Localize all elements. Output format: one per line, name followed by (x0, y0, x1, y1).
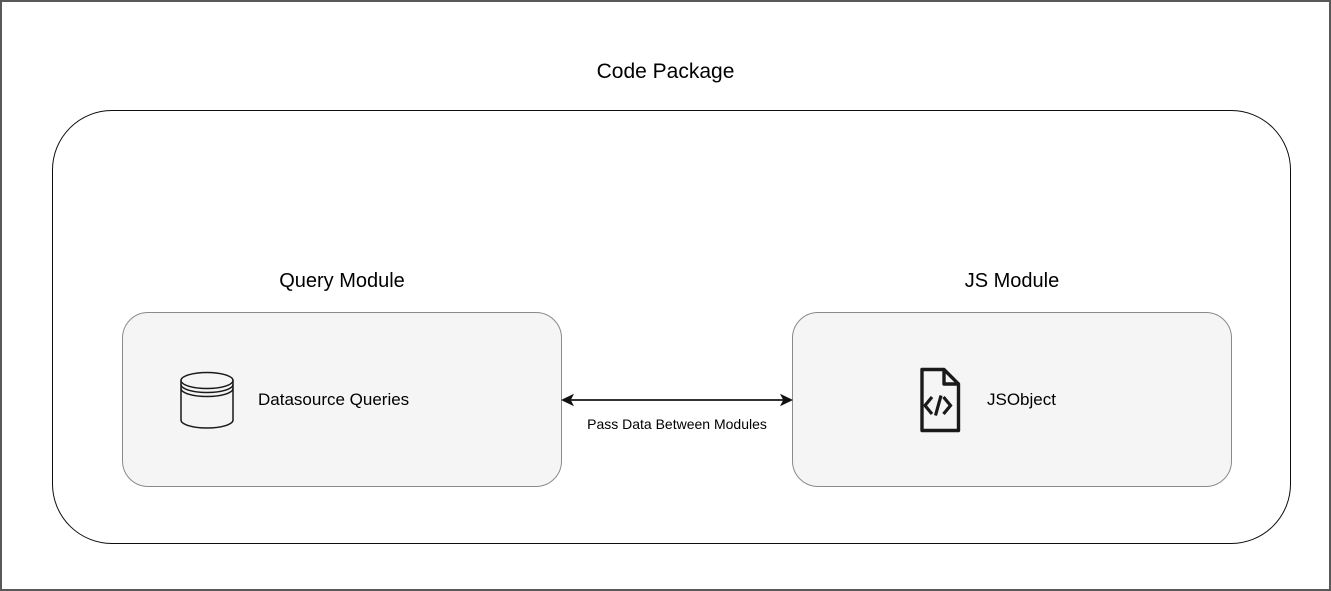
js-module-item-label: JSObject (987, 389, 1056, 409)
query-module-box: Datasource Queries (122, 312, 562, 487)
package-title: Code Package (596, 60, 735, 83)
code-package-container (52, 110, 1291, 544)
connector-label: Pass Data Between Modules (587, 416, 767, 432)
database-icon (180, 371, 234, 429)
bidirectional-arrow (561, 393, 793, 407)
code-file-icon (920, 367, 961, 432)
js-module-box: JSObject (792, 312, 1232, 487)
query-module-item-label: Datasource Queries (258, 389, 410, 409)
js-module-label: JS Module (964, 270, 1060, 292)
query-module-label: Query Module (279, 270, 405, 292)
